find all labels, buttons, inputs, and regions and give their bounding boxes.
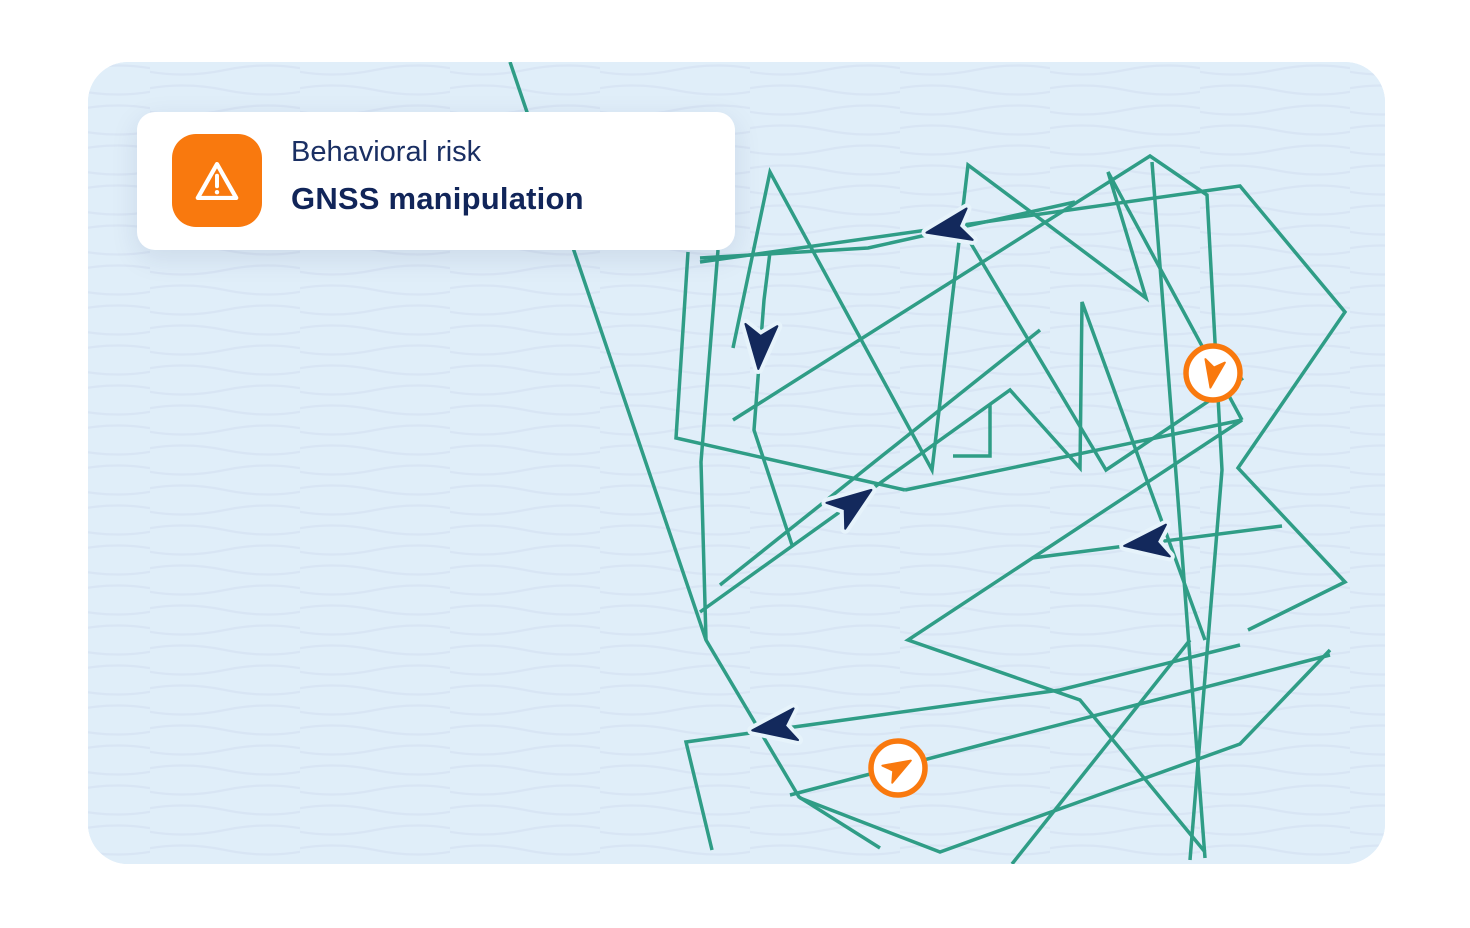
warning-triangle-icon <box>172 134 262 227</box>
track-segment <box>1010 638 1192 864</box>
vessel-heading-icon <box>881 759 912 784</box>
track-segment <box>953 404 992 458</box>
track-segment <box>968 241 1244 473</box>
track-segment <box>699 249 720 641</box>
behavioral-risk-alert-card[interactable]: Behavioral risk GNSS manipulation <box>137 112 735 250</box>
track-segment <box>699 184 1348 632</box>
track-segment <box>732 153 1224 861</box>
track-segment <box>789 653 1331 797</box>
track-segment <box>508 62 881 850</box>
vessel-position-marker[interactable] <box>1183 343 1243 403</box>
track-segment <box>683 643 1241 851</box>
track-segment <box>731 161 1244 476</box>
heading-arrow-icon <box>740 318 783 374</box>
alert-risk-name: GNSS manipulation <box>291 181 584 216</box>
track-segment <box>698 301 1207 641</box>
track-segment <box>904 418 1243 854</box>
track-segment <box>1150 161 1207 859</box>
alert-category-label: Behavioral risk <box>291 136 482 168</box>
track-segment <box>718 328 1042 587</box>
vessel-position-marker[interactable] <box>868 738 928 798</box>
vessel-heading-icon <box>1204 358 1226 389</box>
heading-arrow-icon <box>1119 519 1175 562</box>
heading-arrow-icon <box>747 703 804 746</box>
heading-arrow-icon <box>921 203 978 245</box>
track-segment <box>674 251 906 492</box>
heading-arrow-icon <box>821 484 877 534</box>
track-segment <box>799 648 1332 854</box>
alert-text-block: Behavioral risk GNSS manipulation <box>291 136 584 216</box>
